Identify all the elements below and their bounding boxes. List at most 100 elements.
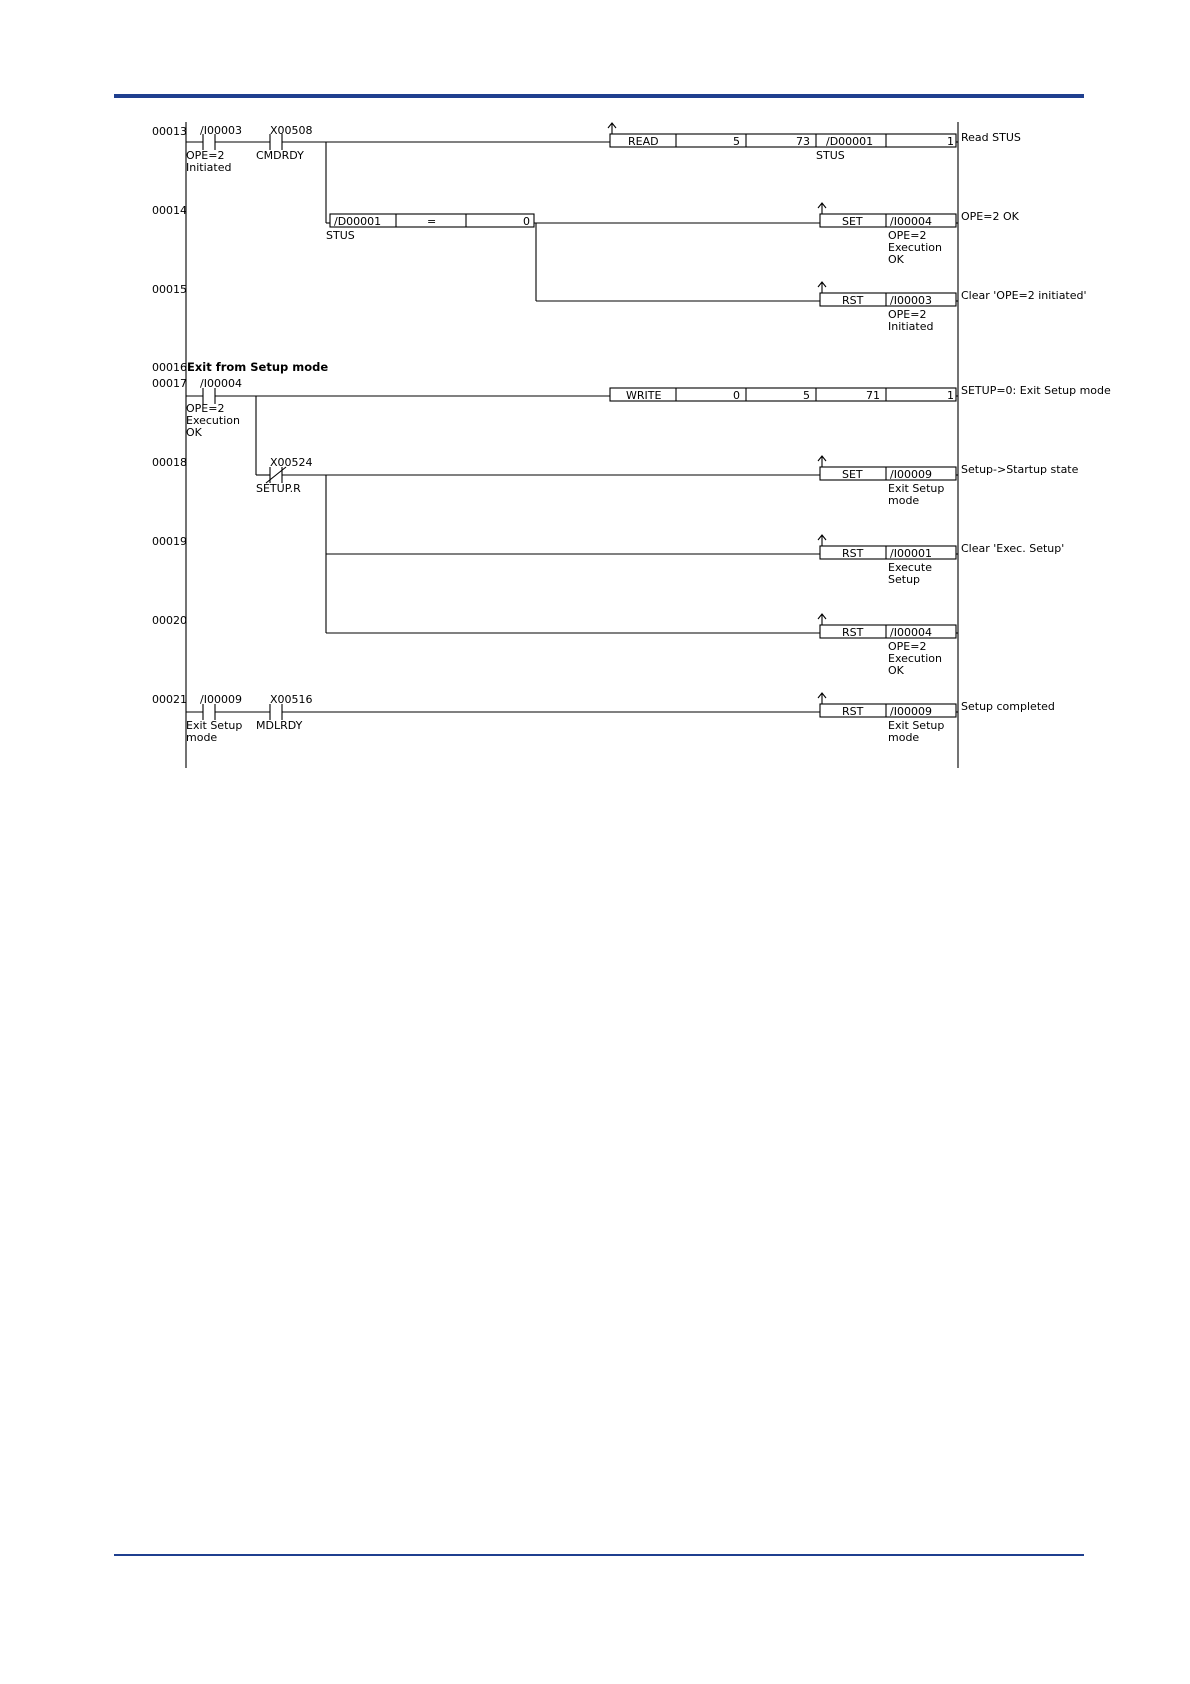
compare-value: 0 xyxy=(523,215,530,228)
write-cell: WRITE xyxy=(626,389,661,402)
rung-number: 00013 xyxy=(152,125,187,138)
contact-address: /I00009 xyxy=(200,693,242,706)
rung-00021: /I00009 Exit Setup mode X00516 MDLRDY RS… xyxy=(186,692,1055,744)
coil-op: RST xyxy=(842,705,864,718)
compare-operator: = xyxy=(427,215,436,228)
rung-00018: X00524 SETUP.R SET /I00009 Exit Setup mo… xyxy=(256,455,1079,633)
coil-label: Execution xyxy=(888,241,942,254)
coil-op: SET xyxy=(842,468,863,481)
coil-label: Execution xyxy=(888,652,942,665)
compare-instruction-box: /D00001 = 0 STUS xyxy=(326,213,535,242)
rung-number: 00021 xyxy=(152,693,187,706)
read-box-label: STUS xyxy=(816,149,845,162)
coil-label: OPE=2 xyxy=(888,640,926,653)
write-cell: 0 xyxy=(733,389,740,402)
rung-number: 00017 xyxy=(152,377,187,390)
contact-label: Exit Setup xyxy=(186,719,242,732)
coil-label: Execute xyxy=(888,561,932,574)
contact-label: CMDRDY xyxy=(256,149,304,162)
coil-set-opE2-ok: SET /I00004 OPE=2 Execution OK xyxy=(819,213,957,266)
contact-opE2-execution-ok: /I00004 OPE=2 Execution OK xyxy=(186,377,242,439)
rung-comment: Setup completed xyxy=(961,700,1055,713)
coil-address: /I00009 xyxy=(890,705,932,718)
coil-label: OPE=2 xyxy=(888,229,926,242)
rung-comment: SETUP=0: Exit Setup mode xyxy=(961,384,1111,397)
contact-label: Execution xyxy=(186,414,240,427)
rung-number: 00018 xyxy=(152,456,187,469)
read-cell: 5 xyxy=(733,135,740,148)
contact-label: mode xyxy=(186,731,217,744)
read-cell: READ xyxy=(628,135,659,148)
contact-label: SETUP.R xyxy=(256,482,301,495)
rung-00013: /I00003 OPE=2 Initiated X00508 CMDRDY RE… xyxy=(186,122,1021,223)
rung-00014: /D00001 = 0 STUS SET /I00004 OPE=2 Execu… xyxy=(326,202,1020,301)
contact-label: OPE=2 xyxy=(186,149,224,162)
rung-00019: RST /I00001 Execute Setup Clear 'Exec. S… xyxy=(326,534,1064,586)
write-cell: 71 xyxy=(866,389,880,402)
contact-label: MDLRDY xyxy=(256,719,303,732)
coil-label: Setup xyxy=(888,573,920,586)
coil-label: OPE=2 xyxy=(888,308,926,321)
coil-rst-execute-setup: RST /I00001 Execute Setup xyxy=(819,545,957,586)
write-instruction-box: WRITE 0 5 71 1 xyxy=(609,387,957,402)
rung-00017: /I00004 OPE=2 Execution OK WRITE 0 5 71 … xyxy=(186,377,1111,475)
write-cell: 5 xyxy=(803,389,810,402)
header-rule xyxy=(114,94,1084,98)
contact-address: X00516 xyxy=(270,693,313,706)
coil-label: Initiated xyxy=(888,320,933,333)
coil-label: mode xyxy=(888,494,919,507)
contact-opE2-initiated: /I00003 OPE=2 Initiated xyxy=(186,124,242,174)
coil-op: RST xyxy=(842,626,864,639)
rung-comment: Read STUS xyxy=(961,131,1021,144)
rung-00015: RST /I00003 OPE=2 Initiated Clear 'OPE=2… xyxy=(536,281,1087,333)
compare-label: STUS xyxy=(326,229,355,242)
contact-cmdrdy: X00508 CMDRDY xyxy=(256,124,313,162)
coil-op: SET xyxy=(842,215,863,228)
coil-op: RST xyxy=(842,547,864,560)
read-cell: 73 xyxy=(796,135,810,148)
contact-mdlrdy: X00516 MDLRDY xyxy=(256,693,313,732)
footer-rule xyxy=(114,1554,1084,1556)
contact-address: X00508 xyxy=(270,124,313,137)
rung-number: 00016 xyxy=(152,361,187,374)
coil-op: RST xyxy=(842,294,864,307)
rung-number: 00015 xyxy=(152,283,187,296)
coil-label: Exit Setup xyxy=(888,719,944,732)
contact-label: OK xyxy=(186,426,203,439)
write-cell: 1 xyxy=(947,389,954,402)
contact-address: X00524 xyxy=(270,456,313,469)
coil-label: Exit Setup xyxy=(888,482,944,495)
contact-address: /I00003 xyxy=(200,124,242,137)
rung-number: 00014 xyxy=(152,204,187,217)
coil-address: /I00001 xyxy=(890,547,932,560)
rung-comment: OPE=2 OK xyxy=(961,210,1020,223)
coil-rst-opE2-execution-ok: RST /I00004 OPE=2 Execution OK xyxy=(819,624,957,677)
contact-address: /I00004 xyxy=(200,377,242,390)
contact-exit-setup-mode: /I00009 Exit Setup mode xyxy=(186,693,242,744)
coil-rst-opE2-initiated: RST /I00003 OPE=2 Initiated xyxy=(819,292,957,333)
rung-comment: Clear 'Exec. Setup' xyxy=(961,542,1064,555)
coil-address: /I00003 xyxy=(890,294,932,307)
coil-set-exit-setup-mode: SET /I00009 Exit Setup mode xyxy=(819,466,957,507)
coil-address: /I00009 xyxy=(890,468,932,481)
read-cell: /D00001 xyxy=(826,135,873,148)
contact-label: Initiated xyxy=(186,161,231,174)
section-title: Exit from Setup mode xyxy=(187,360,328,374)
coil-address: /I00004 xyxy=(890,626,932,639)
coil-rst-exit-setup-mode: RST /I00009 Exit Setup mode xyxy=(819,703,957,744)
rung-00020: RST /I00004 OPE=2 Execution OK xyxy=(326,613,958,677)
contact-setup-r: X00524 SETUP.R xyxy=(256,456,313,495)
rung-number: 00020 xyxy=(152,614,187,627)
rung-comment: Clear 'OPE=2 initiated' xyxy=(961,289,1087,302)
read-instruction-box: READ 5 73 /D00001 1 STUS xyxy=(609,133,957,162)
coil-label: mode xyxy=(888,731,919,744)
read-cell: 1 xyxy=(947,135,954,148)
contact-label: OPE=2 xyxy=(186,402,224,415)
compare-operand: /D00001 xyxy=(334,215,381,228)
coil-label: OK xyxy=(888,253,905,266)
rung-number: 00019 xyxy=(152,535,187,548)
rung-comment: Setup->Startup state xyxy=(961,463,1079,476)
coil-label: OK xyxy=(888,664,905,677)
coil-address: /I00004 xyxy=(890,215,932,228)
